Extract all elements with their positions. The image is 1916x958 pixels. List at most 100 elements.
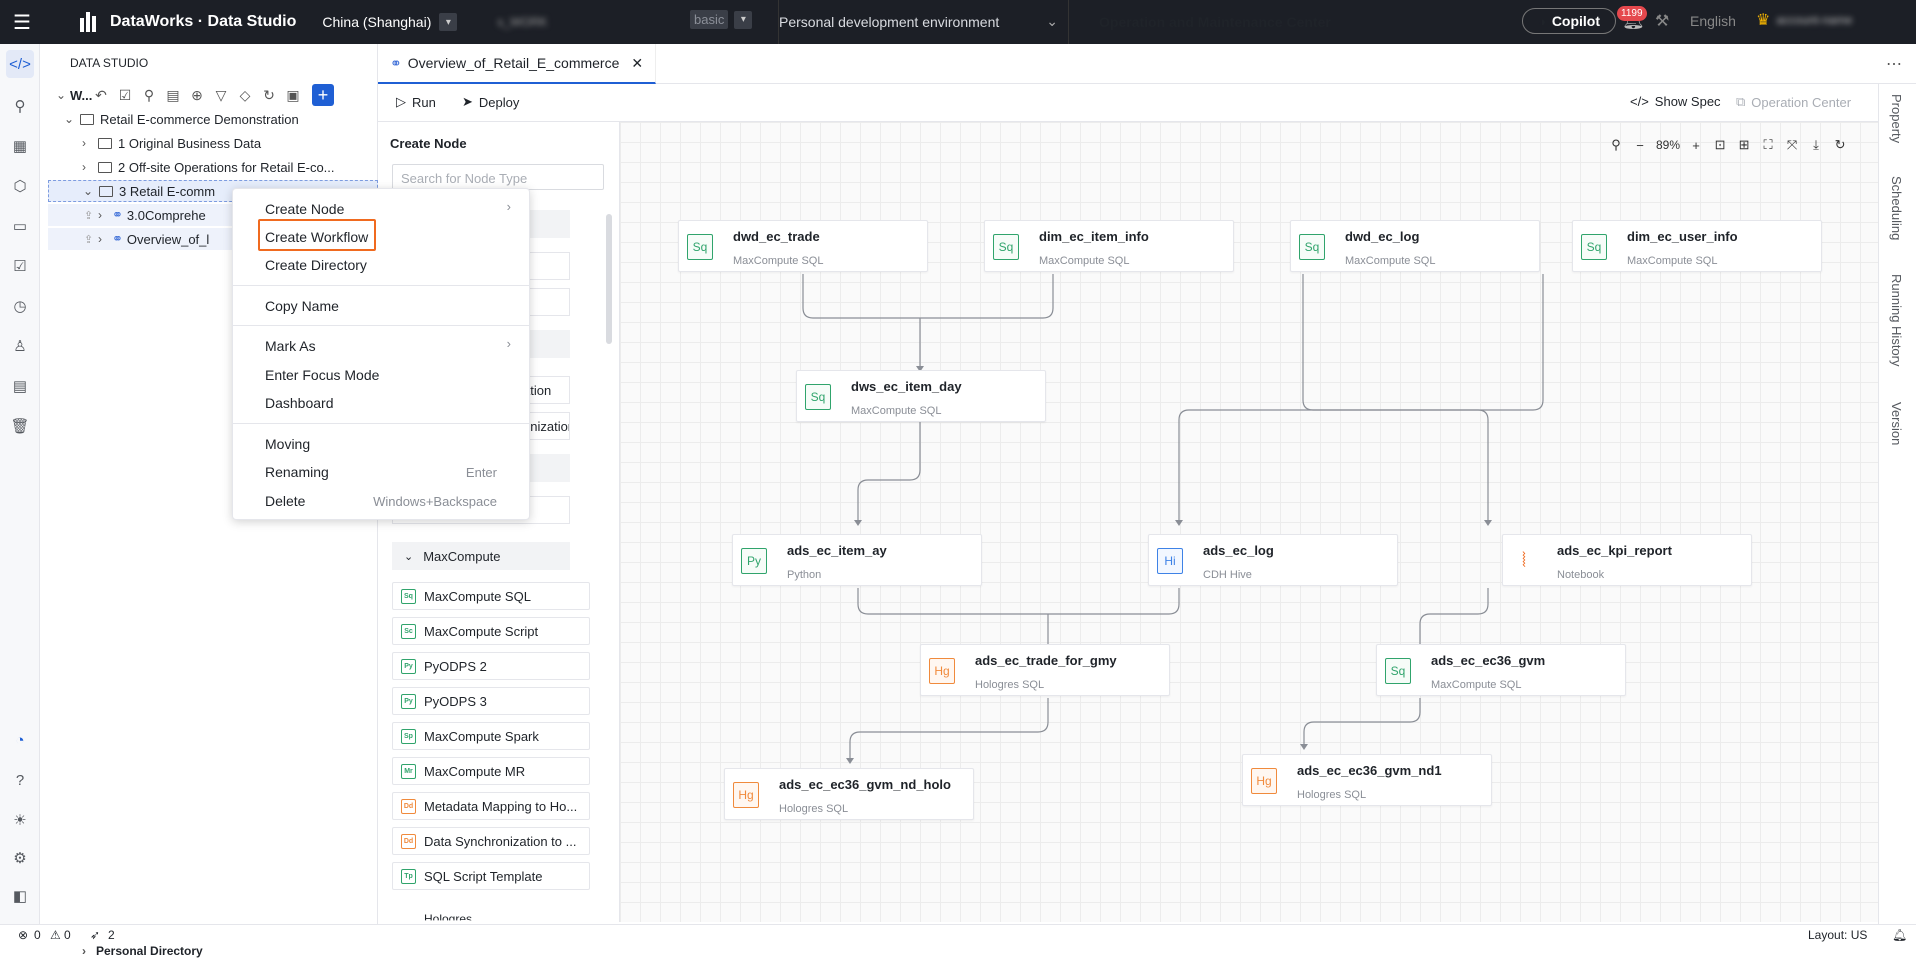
- fit-view-icon[interactable]: ⊞: [1738, 137, 1750, 152]
- mode-selector[interactable]: basic ▾: [690, 10, 753, 29]
- bell-icon[interactable]: 🔔︎: [1892, 928, 1908, 942]
- tree-item[interactable]: ⌄ Retail E-commerce Demonstration: [64, 108, 299, 130]
- run-button[interactable]: ▷ Run: [396, 94, 436, 110]
- document-search-icon[interactable]: ▤: [166, 86, 180, 103]
- data-studio-icon[interactable]: </>: [6, 50, 34, 78]
- om-center-link[interactable]: Operation and Maintenance Center: [1068, 0, 1331, 44]
- tools-icon[interactable]: ⚒: [1655, 13, 1670, 30]
- refresh-icon[interactable]: ↻: [1834, 137, 1846, 152]
- deploy-button[interactable]: ➤ Deploy: [462, 94, 519, 110]
- menu-icon[interactable]: ☰: [13, 11, 31, 34]
- undo-icon[interactable]: ↶: [95, 86, 107, 103]
- deploy-icon[interactable]: ➶: [90, 928, 101, 942]
- locate-icon[interactable]: ⊕: [191, 86, 203, 103]
- menu-item-create-directory[interactable]: Create Directory: [265, 257, 367, 273]
- filter-icon[interactable]: ▽: [215, 86, 227, 103]
- menu-item-moving[interactable]: Moving: [265, 436, 311, 452]
- theme-icon[interactable]: ☀: [13, 812, 27, 829]
- search-icon[interactable]: ⚲: [143, 86, 155, 103]
- menu-item-copy-name[interactable]: Copy Name: [265, 298, 339, 314]
- show-spec-button[interactable]: </> Show Spec: [1630, 94, 1721, 109]
- node-search-input[interactable]: Search for Node Type: [392, 164, 604, 190]
- zoom-out-icon[interactable]: −: [1636, 137, 1644, 153]
- menu-item-renaming[interactable]: Renaming: [265, 464, 329, 480]
- section-maxcompute[interactable]: ⌄ MaxCompute: [392, 542, 570, 570]
- dag-node-dim-ec-user-info[interactable]: Sq dim_ec_user_info MaxCompute SQL: [1572, 220, 1822, 272]
- trash-icon[interactable]: 🗑︎: [10, 418, 30, 435]
- task-check-icon[interactable]: ☑: [13, 258, 27, 275]
- copilot-button[interactable]: ◑ Copilot: [1522, 8, 1616, 34]
- workspace-name[interactable]: s_WORK: [497, 15, 548, 29]
- tree-item[interactable]: › 2 Off-site Operations for Retail E-co.…: [82, 156, 335, 178]
- workspace-root[interactable]: ⌄ W...: [56, 84, 92, 106]
- menu-item-dashboard[interactable]: Dashboard: [265, 395, 334, 411]
- tab-overview[interactable]: ⚭ Overview_of_Retail_E_commerce ✕: [378, 44, 657, 84]
- workflow-canvas[interactable]: Sq dwd_ec_trade MaxCompute SQL Sq dim_ec…: [620, 122, 1878, 922]
- scrollbar[interactable]: [606, 214, 612, 344]
- tab-running-history[interactable]: Running History: [1889, 274, 1904, 367]
- operation-center-button[interactable]: ⧉ Operation Center: [1736, 94, 1851, 110]
- dag-node-dwd-ec-trade[interactable]: Sq dwd_ec_trade MaxCompute SQL: [678, 220, 928, 272]
- folder-icon[interactable]: ▭: [12, 218, 28, 235]
- settings-icon[interactable]: ⚙: [13, 850, 27, 867]
- more-icon[interactable]: ⋯: [1886, 56, 1902, 73]
- menu-item-focus-mode[interactable]: Enter Focus Mode: [265, 367, 380, 383]
- user-menu[interactable]: ♛ account-name: [1756, 10, 1852, 30]
- environment-selector[interactable]: Personal development environment ⌄: [778, 0, 1068, 44]
- zoom-in-icon[interactable]: +: [1692, 137, 1700, 153]
- tab-property[interactable]: Property: [1889, 94, 1904, 144]
- keyboard-layout[interactable]: Layout: US: [1808, 928, 1868, 942]
- dag-node-dim-ec-item-info[interactable]: Sq dim_ec_item_info MaxCompute SQL: [984, 220, 1234, 272]
- menu-item-mark-as[interactable]: Mark As: [265, 338, 316, 354]
- table-icon[interactable]: ▦: [12, 138, 28, 155]
- dag-node-ads-ec-log[interactable]: Hi ads_ec_log CDH Hive: [1148, 534, 1398, 586]
- dag-node-ads-ec-trade-for-gmy[interactable]: Hg ads_ec_trade_for_gmy Hologres SQL: [920, 644, 1170, 696]
- brand[interactable]: DataWorks · Data Studio: [80, 12, 296, 32]
- assistant-icon[interactable]: ◔: [15, 731, 25, 749]
- region-selector[interactable]: China (Shanghai) ▾: [322, 13, 458, 31]
- menu-item-create-node[interactable]: Create Node: [265, 201, 345, 217]
- warning-icon[interactable]: ⚠: [50, 928, 61, 942]
- history-icon[interactable]: ◷: [13, 298, 27, 315]
- help-icon[interactable]: ?: [15, 771, 25, 789]
- tab-version[interactable]: Version: [1889, 402, 1904, 446]
- tree-item[interactable]: › 1 Original Business Data: [82, 132, 261, 154]
- terminal-icon[interactable]: ▤: [12, 378, 28, 395]
- error-icon[interactable]: ⊗: [18, 928, 29, 942]
- language-selector[interactable]: English: [1690, 13, 1736, 29]
- collapse-all-icon[interactable]: ▣: [286, 86, 300, 103]
- dag-node-ads-ec-item-ay[interactable]: Py ads_ec_item_ay Python: [732, 534, 982, 586]
- dag-node-dws-ec-item-day[interactable]: Sq dws_ec_item_day MaxCompute SQL: [796, 370, 1046, 422]
- tag-icon[interactable]: ◇: [239, 86, 251, 103]
- close-icon[interactable]: ✕: [631, 54, 644, 71]
- download-icon[interactable]: ⤓: [1813, 137, 1819, 152]
- data-catalog-icon[interactable]: ⚲: [14, 98, 26, 115]
- dag-node-ads-ec-ec36-gvm-nd-holo[interactable]: Hg ads_ec_ec36_gvm_nd_holo Hologres SQL: [724, 768, 974, 820]
- checklist-icon[interactable]: ☑: [118, 86, 132, 103]
- actual-size-icon[interactable]: ⊡: [1714, 137, 1726, 152]
- dag-node-ads-ec-kpi-report[interactable]: ⦚ ads_ec_kpi_report Notebook: [1502, 534, 1752, 586]
- collapse-panel-icon[interactable]: ◧: [12, 888, 28, 905]
- menu-item-create-workflow[interactable]: Create Workflow: [265, 229, 369, 245]
- search-icon[interactable]: ⚲: [1611, 137, 1621, 152]
- user-icon[interactable]: ♙: [13, 338, 27, 355]
- dag-node-ads-ec-ec36-gvm-nd1[interactable]: Hg ads_ec_ec36_gvm_nd1 Hologres SQL: [1242, 754, 1492, 806]
- add-button[interactable]: +: [312, 84, 334, 106]
- tab-scheduling[interactable]: Scheduling: [1889, 176, 1904, 241]
- dag-node-ads-ec-ec36-gvm[interactable]: Sq ads_ec_ec36_gvm MaxCompute SQL: [1376, 644, 1626, 696]
- dag-node-dwd-ec-log[interactable]: Sq dwd_ec_log MaxCompute SQL: [1290, 220, 1540, 272]
- section-hologres[interactable]: Hologres: [424, 912, 473, 926]
- fullscreen-icon[interactable]: ⛶: [1763, 137, 1773, 152]
- personal-directory[interactable]: › Personal Directory: [82, 944, 203, 958]
- auto-layout-icon[interactable]: ⤧: [1786, 137, 1798, 152]
- menu-item-delete[interactable]: Delete: [265, 493, 306, 509]
